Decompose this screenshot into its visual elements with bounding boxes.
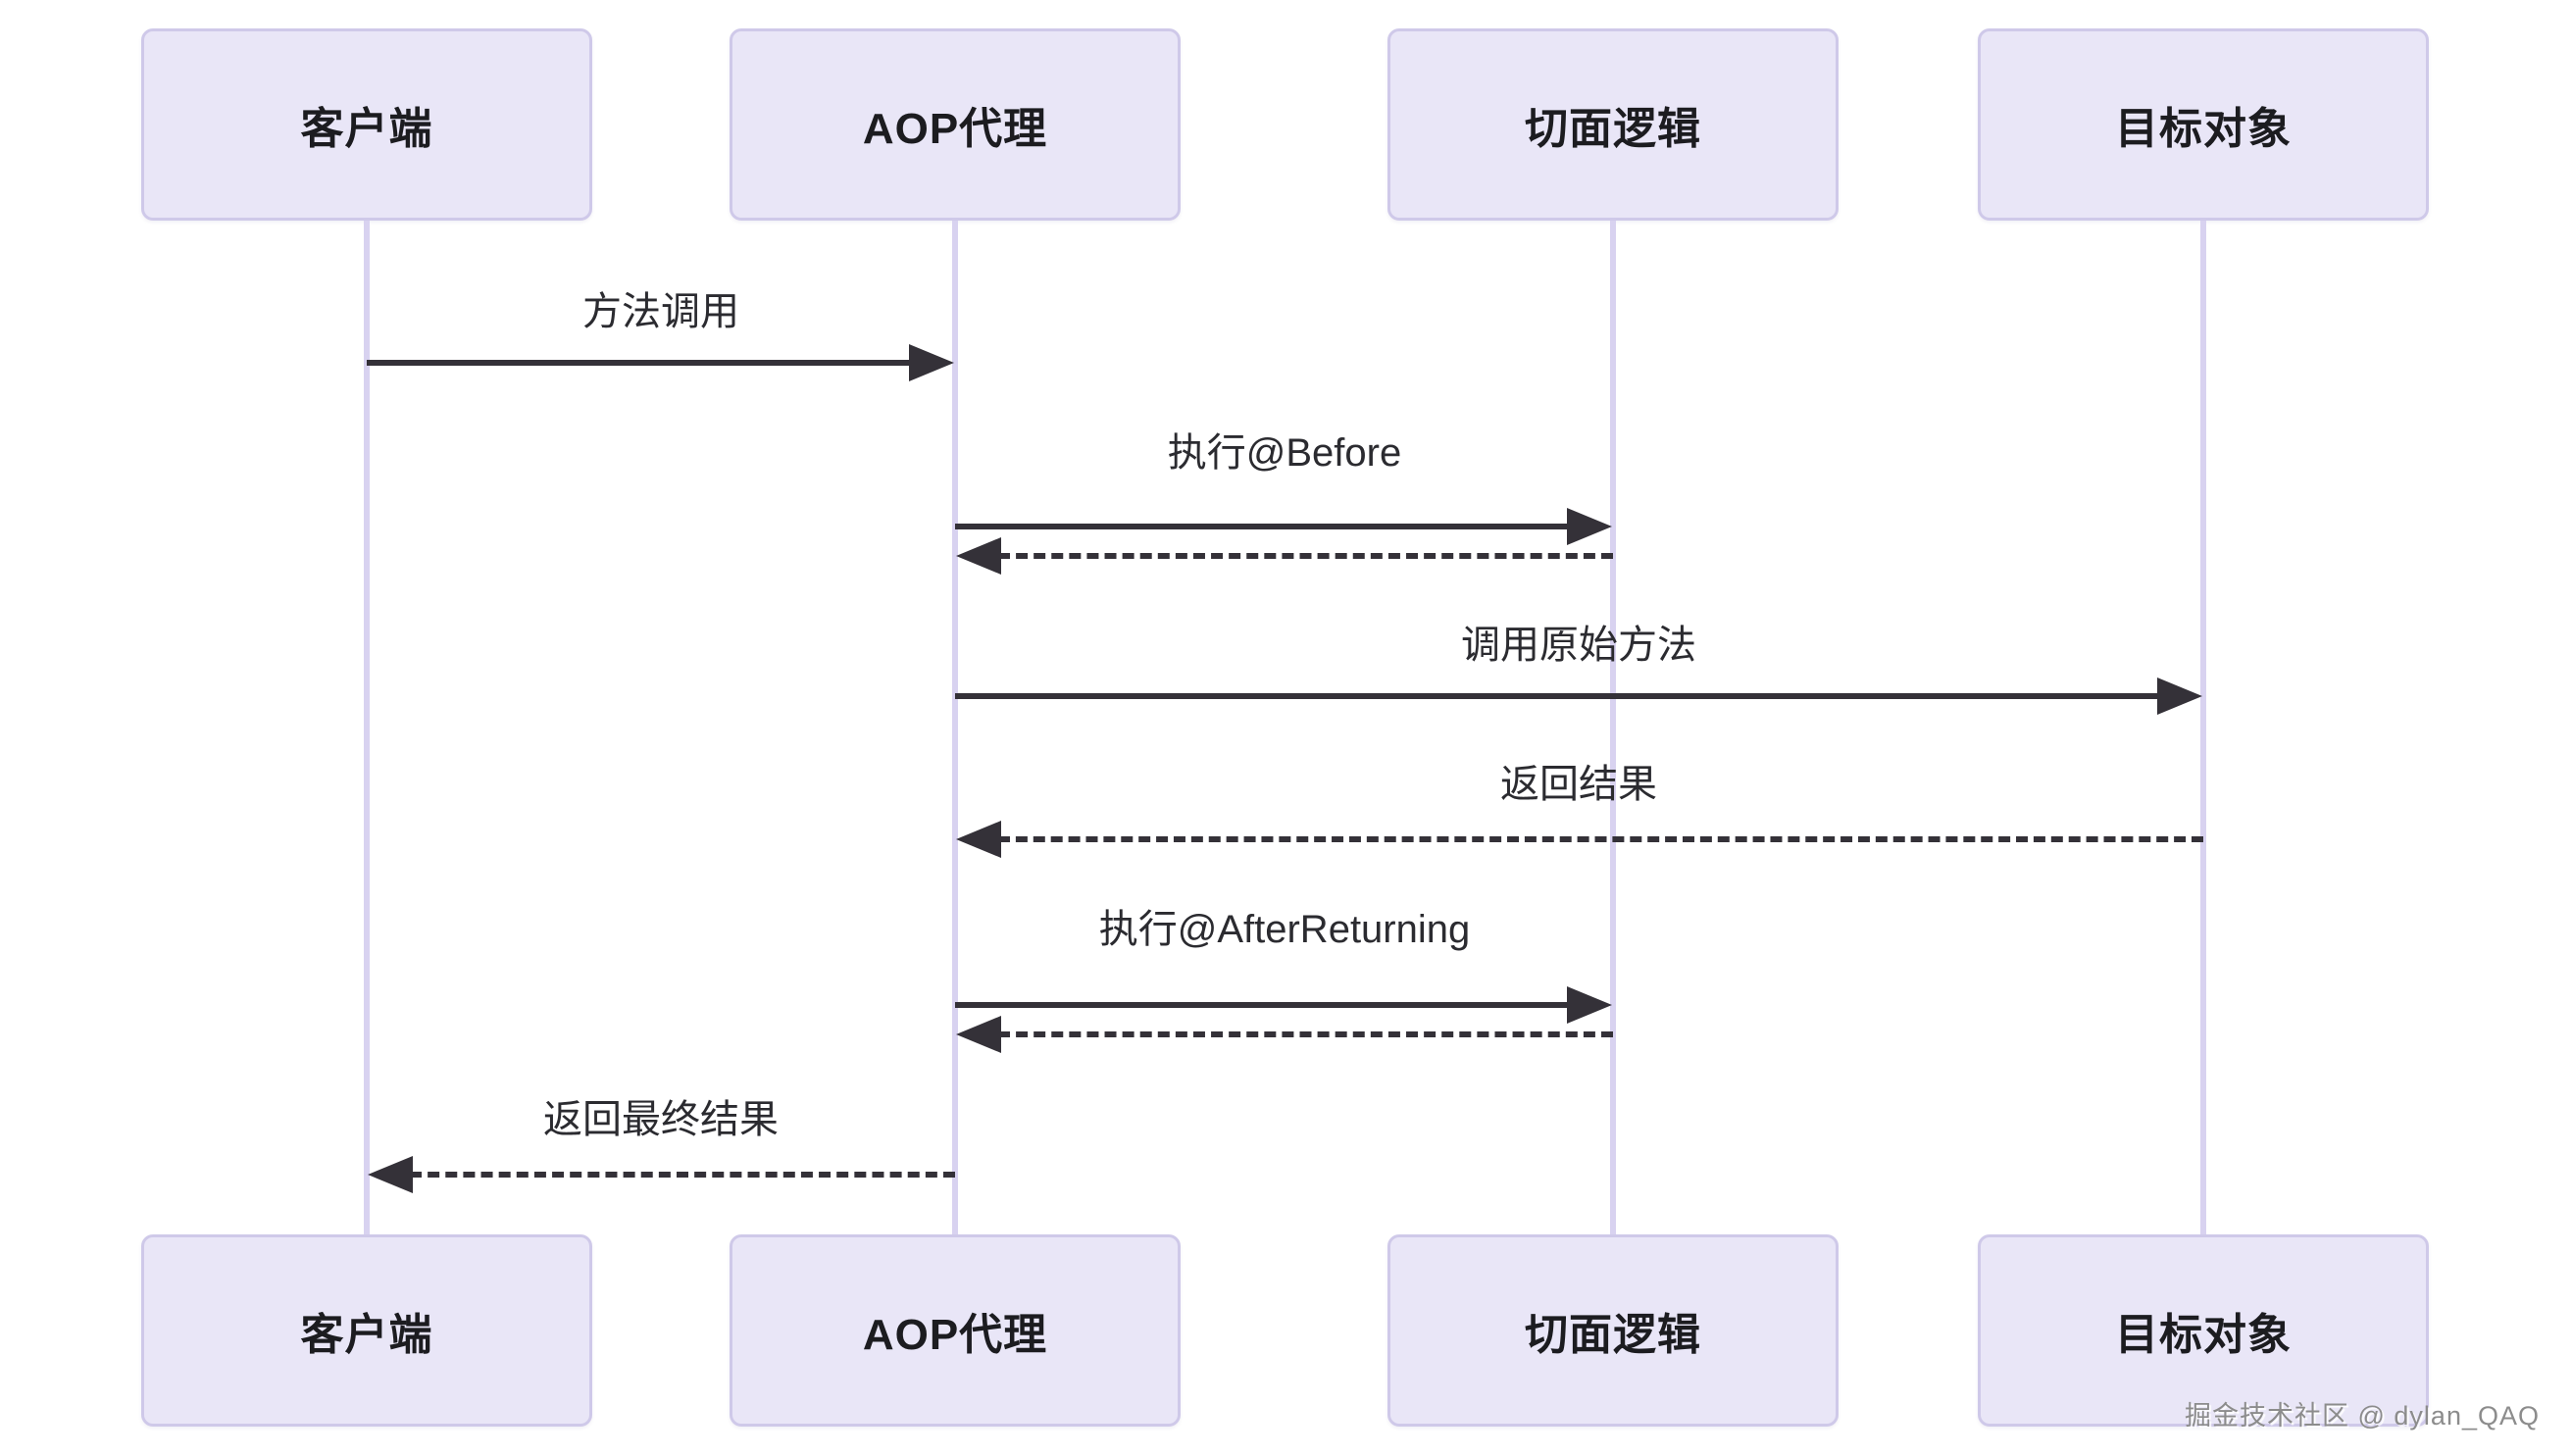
arrowhead-left-icon [368,1156,413,1193]
participant-label: 客户端 [300,105,433,153]
message-label-return-result: 返回结果 [1500,763,1657,806]
participant-label: 客户端 [300,1311,433,1359]
arrowhead-left-icon [956,1016,1001,1053]
lifeline-client [364,221,370,1234]
watermark-text: 掘金技术社区 @ dylan_QAQ [2185,1401,2540,1431]
message-arrow-before-return [956,537,1613,575]
participant-label: 切面逻辑 [1525,105,1701,153]
participant-top-client: 客户端 [141,28,592,221]
participant-top-aop-proxy: AOP代理 [730,28,1181,221]
arrowhead-left-icon [956,821,1001,858]
lifeline-aspect-logic [1610,221,1616,1234]
arrowhead-right-icon [1567,508,1612,545]
participant-bottom-client: 客户端 [141,1234,592,1427]
message-arrow-after-returning-advice [955,986,1612,1024]
participant-bottom-target-object: 目标对象 [1978,1234,2429,1427]
participant-label: 目标对象 [2115,105,2292,153]
participant-bottom-aop-proxy: AOP代理 [730,1234,1181,1427]
lifeline-aop-proxy [952,221,958,1234]
arrowhead-right-icon [1567,986,1612,1024]
arrowhead-right-icon [909,344,954,381]
message-arrow-method-call [367,344,954,381]
participant-label: AOP代理 [862,1311,1048,1359]
arrowhead-left-icon [956,537,1001,575]
message-label-return-final-result: 返回最终结果 [543,1098,779,1141]
message-arrow-return-result [956,821,2203,858]
message-label-method-call: 方法调用 [582,290,739,333]
participant-label: 切面逻辑 [1525,1311,1701,1359]
participant-top-aspect-logic: 切面逻辑 [1387,28,1839,221]
message-label-before-advice: 执行@Before [1167,431,1402,475]
arrowhead-right-icon [2157,678,2202,715]
participant-label: 目标对象 [2115,1311,2292,1359]
participant-top-target-object: 目标对象 [1978,28,2429,221]
lifeline-target-object [2200,221,2206,1234]
message-arrow-before-advice [955,508,1612,545]
message-arrow-return-final-result [368,1156,955,1193]
message-label-after-returning-advice: 执行@AfterReturning [1098,908,1471,951]
participant-bottom-aspect-logic: 切面逻辑 [1387,1234,1839,1427]
message-arrow-after-returning-return [956,1016,1613,1053]
participant-label: AOP代理 [862,105,1048,153]
message-label-invoke-original: 调用原始方法 [1461,624,1696,667]
message-arrow-invoke-original [955,678,2202,715]
